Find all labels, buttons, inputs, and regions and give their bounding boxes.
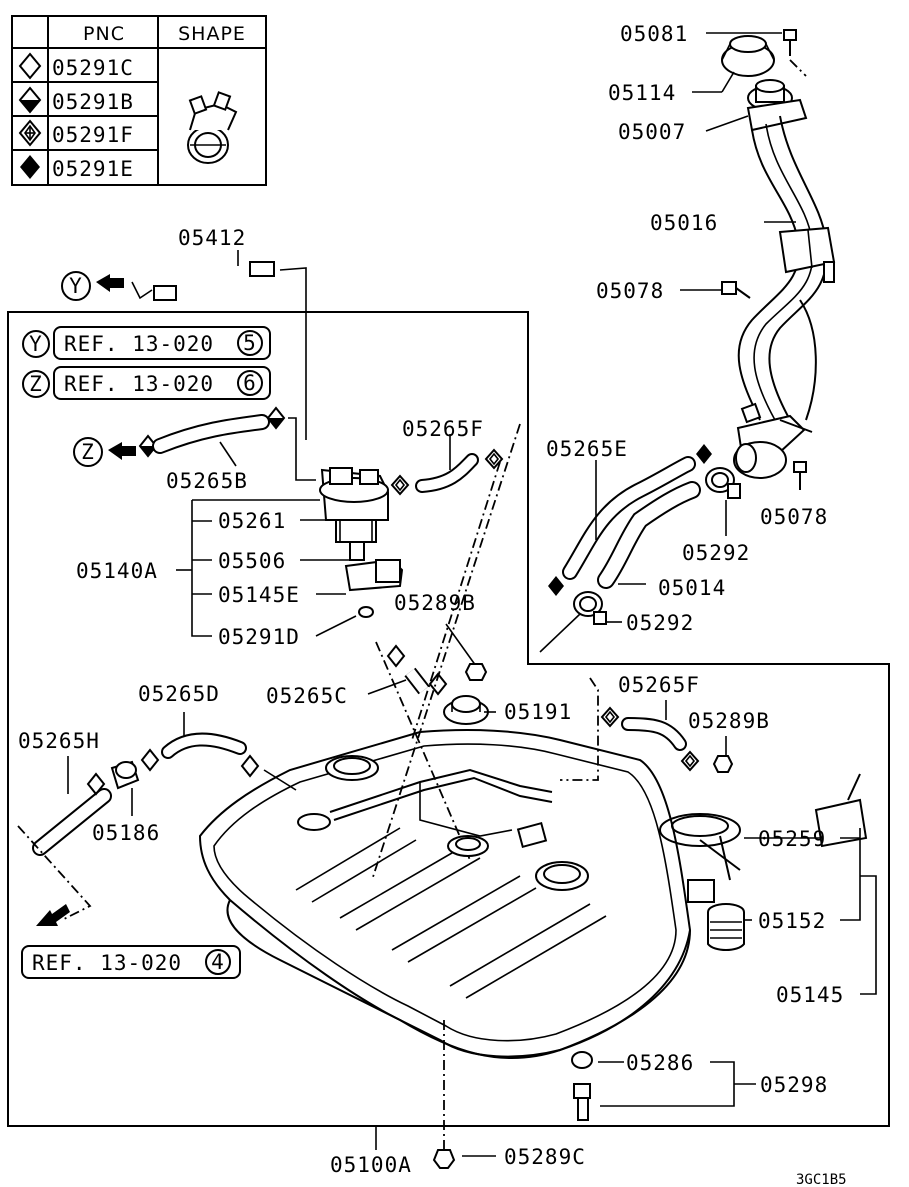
label-05506: 05506 xyxy=(218,549,286,573)
label-05078-upper: 05078 xyxy=(596,279,664,303)
ref-z-letter-arrow: Z xyxy=(81,440,95,464)
label-05016: 05016 xyxy=(650,211,718,235)
label-05291d: 05291D xyxy=(218,625,300,649)
legend-header-shape: SHAPE xyxy=(178,23,246,45)
diagram-code: 3GC1B5 xyxy=(796,1172,847,1187)
label-05261: 05261 xyxy=(218,509,286,533)
diamond-cross-icon xyxy=(680,750,700,772)
label-05081: 05081 xyxy=(620,22,688,46)
hose-05265f-mid xyxy=(560,677,734,781)
label-05265h: 05265H xyxy=(18,729,100,753)
diamond-cross-icon xyxy=(484,448,504,470)
valve-05186 xyxy=(110,760,140,790)
label-05265c: 05265C xyxy=(266,684,348,708)
ref-y-callout: Y REF. 13-020 5 xyxy=(22,326,271,360)
hose-05265b xyxy=(152,406,316,481)
ref-z-number: 6 xyxy=(243,371,257,395)
label-05007: 05007 xyxy=(618,120,686,144)
label-05014: 05014 xyxy=(658,576,726,600)
ref-y-letter-arrow: Y xyxy=(69,274,83,298)
arrow-to-ref-y: Y xyxy=(61,271,124,301)
leader-lines xyxy=(67,32,877,1157)
ref-z-letter: Z xyxy=(29,372,43,396)
label-05265d: 05265D xyxy=(138,682,220,706)
diamond-outline-icon xyxy=(86,772,106,796)
label-05298: 05298 xyxy=(760,1073,828,1097)
ring-05152 xyxy=(707,903,745,951)
filler-neck-assembly xyxy=(721,29,836,490)
label-05265b: 05265B xyxy=(166,469,248,493)
diamond-outline-icon xyxy=(18,52,42,80)
ref-z-text: REF. 13-020 xyxy=(64,372,214,396)
hose-clamp-shape-icon xyxy=(187,91,238,164)
legend-pnc-0: 05291C xyxy=(52,56,134,80)
label-05145e: 05145E xyxy=(218,583,300,607)
part-05191 xyxy=(443,695,489,725)
hose-05412 xyxy=(131,261,307,440)
diamond-outline-icon xyxy=(386,644,406,668)
fuel-sender-05259 xyxy=(659,773,868,903)
label-05259: 05259 xyxy=(758,827,826,851)
label-05265e: 05265E xyxy=(546,437,628,461)
label-05286: 05286 xyxy=(626,1051,694,1075)
diamond-cross-icon xyxy=(600,706,620,728)
label-05191: 05191 xyxy=(504,700,572,724)
drain-plug-05298 xyxy=(571,1051,593,1121)
label-05289b-top: 05289B xyxy=(394,591,476,615)
legend-pnc-2: 05291F xyxy=(52,123,134,147)
diamond-filled-icon xyxy=(548,576,564,596)
label-05289c: 05289C xyxy=(504,1145,586,1169)
arrow-to-ref-z: Z xyxy=(73,434,158,467)
hose-05265d xyxy=(140,732,297,791)
label-05186: 05186 xyxy=(92,821,160,845)
hose-05265e xyxy=(539,444,741,653)
label-05292-lower: 05292 xyxy=(626,611,694,635)
label-05114: 05114 xyxy=(608,81,676,105)
label-05152: 05152 xyxy=(758,909,826,933)
label-05292-upper: 05292 xyxy=(682,541,750,565)
pnc-legend-table: PNC SHAPE 05291C 05291B 05291F 05291E xyxy=(11,15,267,186)
fuel-tank xyxy=(198,729,692,1169)
label-05289b-mid: 05289B xyxy=(688,709,770,733)
diamond-half-filled-icon xyxy=(18,86,42,114)
diamond-outline-icon xyxy=(240,754,260,778)
fuel-pump-module xyxy=(319,467,404,618)
label-05412: 05412 xyxy=(178,226,246,250)
label-05100a: 05100A xyxy=(330,1153,412,1177)
ref-bottom-callout: REF. 13-020 4 xyxy=(21,945,241,979)
label-05140a: 05140A xyxy=(76,559,158,583)
hose-05265f-top xyxy=(371,423,521,881)
legend-pnc-3: 05291E xyxy=(52,157,134,181)
diamond-outline-icon xyxy=(428,672,448,696)
nut-05289b-top xyxy=(445,623,488,681)
diamond-cross-icon xyxy=(18,119,42,147)
legend-pnc-1: 05291B xyxy=(52,90,134,114)
ref-y-letter: Y xyxy=(29,332,43,356)
ref-y-number: 5 xyxy=(243,331,257,355)
part-labels: 05081 05114 05007 05016 05078 05078 0541… xyxy=(18,22,844,1177)
tank-assembly-frame xyxy=(7,311,890,1127)
label-05145: 05145 xyxy=(776,983,844,1007)
ref-z-callout: Z REF. 13-020 6 xyxy=(22,366,271,400)
legend-header-pnc: PNC xyxy=(83,23,125,45)
label-05265f-mid: 05265F xyxy=(618,673,700,697)
diamond-outline-icon xyxy=(140,748,160,772)
diamond-cross-icon xyxy=(390,474,410,496)
diamond-filled-icon xyxy=(20,155,40,179)
label-05265f-top: 05265F xyxy=(402,417,484,441)
diamond-half-filled-icon xyxy=(266,406,286,430)
diamond-filled-icon xyxy=(696,444,712,464)
ref-bottom-number: 4 xyxy=(211,950,225,974)
label-05078-lower: 05078 xyxy=(760,505,828,529)
hose-05265c xyxy=(375,641,471,861)
ref-bottom-text: REF. 13-020 xyxy=(32,951,182,975)
ref-y-text: REF. 13-020 xyxy=(64,332,214,356)
hose-05265h xyxy=(17,772,112,926)
